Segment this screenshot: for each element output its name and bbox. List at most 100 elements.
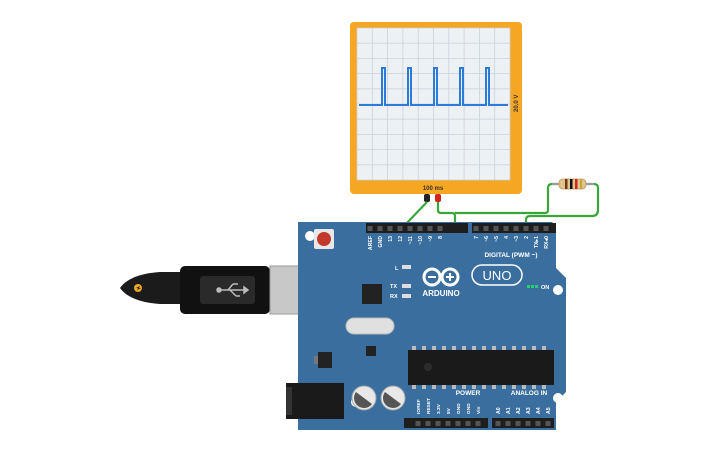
brand-name: ARDUINO xyxy=(422,289,459,298)
lightning-icon xyxy=(136,286,141,290)
led-l-label: L xyxy=(395,266,399,272)
resistor-band-4 xyxy=(580,179,582,189)
pin-hole xyxy=(523,226,529,231)
pin-hole xyxy=(473,226,479,231)
oscilloscope-trace xyxy=(359,67,508,106)
chip-pin xyxy=(452,385,456,389)
bottom-pin-holes xyxy=(415,421,551,426)
on-label: ON xyxy=(541,285,549,291)
led-rx xyxy=(402,294,411,298)
chip-pin xyxy=(522,346,526,350)
power-pin-label: 5V xyxy=(446,407,452,414)
pin-hole xyxy=(495,421,501,426)
chip-pin xyxy=(462,385,466,389)
chip-pin xyxy=(542,385,546,389)
led-tx xyxy=(402,284,411,288)
digital-header-label: DIGITAL (PWM ~) xyxy=(484,252,537,259)
dc-power-jack[interactable] xyxy=(286,383,344,419)
digital-pin-label: AREF xyxy=(368,236,374,250)
small-chip xyxy=(366,346,376,356)
digital-pin-label: ~11 xyxy=(408,236,414,245)
power-pin-label: Vin xyxy=(476,407,482,414)
led-l xyxy=(402,265,411,269)
digital-pin-label: 8 xyxy=(438,236,444,239)
usb-chip xyxy=(362,284,382,304)
analog-pin-label: A4 xyxy=(536,407,542,414)
chip-pin xyxy=(482,346,486,350)
probe-negative[interactable] xyxy=(424,194,430,202)
led-rx-label: RX xyxy=(390,294,398,300)
pin-hole xyxy=(515,421,521,426)
chip-pin xyxy=(532,385,536,389)
pin-hole xyxy=(445,421,451,426)
digital-pin-label: ~10 xyxy=(418,236,424,245)
power-header-label: POWER xyxy=(456,390,481,397)
chip-pin xyxy=(462,346,466,350)
chip-pin xyxy=(502,346,506,350)
power-led xyxy=(531,285,534,288)
pin-hole xyxy=(483,226,489,231)
pin-hole xyxy=(543,226,549,231)
mounting-hole xyxy=(553,285,563,295)
pin-hole xyxy=(455,421,461,426)
model-name: UNO xyxy=(483,268,512,283)
regulator-tab xyxy=(314,356,318,364)
wire-resistor-left[interactable] xyxy=(455,182,558,215)
pin-hole xyxy=(525,421,531,426)
digital-pin-label: ~9 xyxy=(428,236,434,242)
capacitor-marking xyxy=(354,392,372,408)
pin-hole xyxy=(407,226,413,231)
analog-header-label: ANALOG IN xyxy=(511,390,548,397)
resistor[interactable] xyxy=(552,178,594,190)
chip-pin xyxy=(432,346,436,350)
probe-positive[interactable] xyxy=(435,194,441,202)
pin-hole xyxy=(513,226,519,231)
capacitor-marking xyxy=(382,392,401,408)
pin-hole xyxy=(425,421,431,426)
digital-pin-label: ~5 xyxy=(494,236,500,242)
analog-header[interactable] xyxy=(492,418,554,428)
pin-hole xyxy=(493,226,499,231)
chip-pin xyxy=(512,346,516,350)
chip-pin xyxy=(532,346,536,350)
chip-notch xyxy=(424,363,432,371)
atmega-chip xyxy=(408,350,554,385)
digital-header-left[interactable] xyxy=(366,223,468,233)
chip-pins xyxy=(412,346,546,389)
resistor-band-2 xyxy=(570,179,573,189)
chip-pin xyxy=(432,385,436,389)
volts-per-div-label: 20.0 V xyxy=(514,95,520,112)
digital-pin-label: 12 xyxy=(398,236,404,242)
pin-hole xyxy=(503,226,509,231)
wire-pin9[interactable] xyxy=(436,202,457,226)
chip-pin xyxy=(472,385,476,389)
pin-hole xyxy=(465,421,471,426)
chip-pin xyxy=(482,385,486,389)
pin-hole xyxy=(417,226,423,231)
chip-pin xyxy=(472,346,476,350)
pin-hole xyxy=(367,226,373,231)
analog-pin-label: A5 xyxy=(546,407,552,414)
arduino-logo-icon xyxy=(422,267,460,287)
power-pin-label: GND xyxy=(466,403,472,414)
resistor-band-1 xyxy=(565,179,568,189)
chip-pin xyxy=(512,385,516,389)
digital-pin-label: ~6 xyxy=(484,236,490,242)
usb-icon xyxy=(216,283,250,297)
power-pin-label: 3.3V xyxy=(436,403,442,414)
usb-cable[interactable] xyxy=(120,265,319,315)
oscilloscope[interactable]: 100 ms 20.0 V xyxy=(350,22,522,202)
wire-resistor-right[interactable] xyxy=(524,182,600,226)
power-pin-label: GND xyxy=(456,403,462,414)
pin-hole xyxy=(397,226,403,231)
pin-hole xyxy=(387,226,393,231)
mounting-hole xyxy=(305,231,315,241)
digital-pin-label: ~3 xyxy=(514,236,520,242)
reset-button[interactable] xyxy=(317,232,331,246)
voltage-regulator xyxy=(318,352,332,368)
